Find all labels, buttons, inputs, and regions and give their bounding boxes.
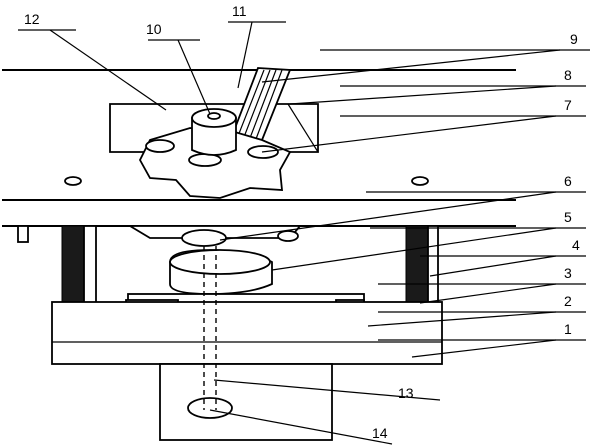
label-9: 9 (570, 31, 578, 47)
label-13: 13 (398, 385, 414, 401)
label-5: 5 (564, 209, 572, 225)
label-10: 10 (146, 21, 162, 37)
label-14: 14 (372, 425, 388, 441)
plate-hole-left (64, 176, 82, 186)
plate-hole-right (411, 176, 429, 186)
label-7: 7 (564, 97, 572, 113)
part-1-base-plate (51, 301, 443, 365)
part-6-coupler (126, 225, 302, 247)
label-8: 8 (564, 67, 572, 83)
label-1: 1 (564, 321, 572, 337)
label-12: 12 (24, 11, 40, 27)
label-4: 4 (572, 237, 580, 253)
part-10-pin (191, 108, 237, 156)
part-labels: 1 2 3 4 5 6 7 8 9 10 11 12 13 14 (24, 3, 580, 441)
label-11: 11 (232, 3, 247, 19)
label-2: 2 (564, 293, 572, 309)
label-3: 3 (564, 265, 572, 281)
part-9-bar (230, 67, 292, 141)
motor-block (159, 363, 333, 441)
part-13-shaft (203, 246, 217, 410)
part-14-disc (187, 397, 233, 419)
part-5-cam (169, 249, 273, 295)
leader-lines (18, 21, 590, 445)
label-6: 6 (564, 173, 572, 189)
part-7-star-knob (138, 127, 292, 199)
